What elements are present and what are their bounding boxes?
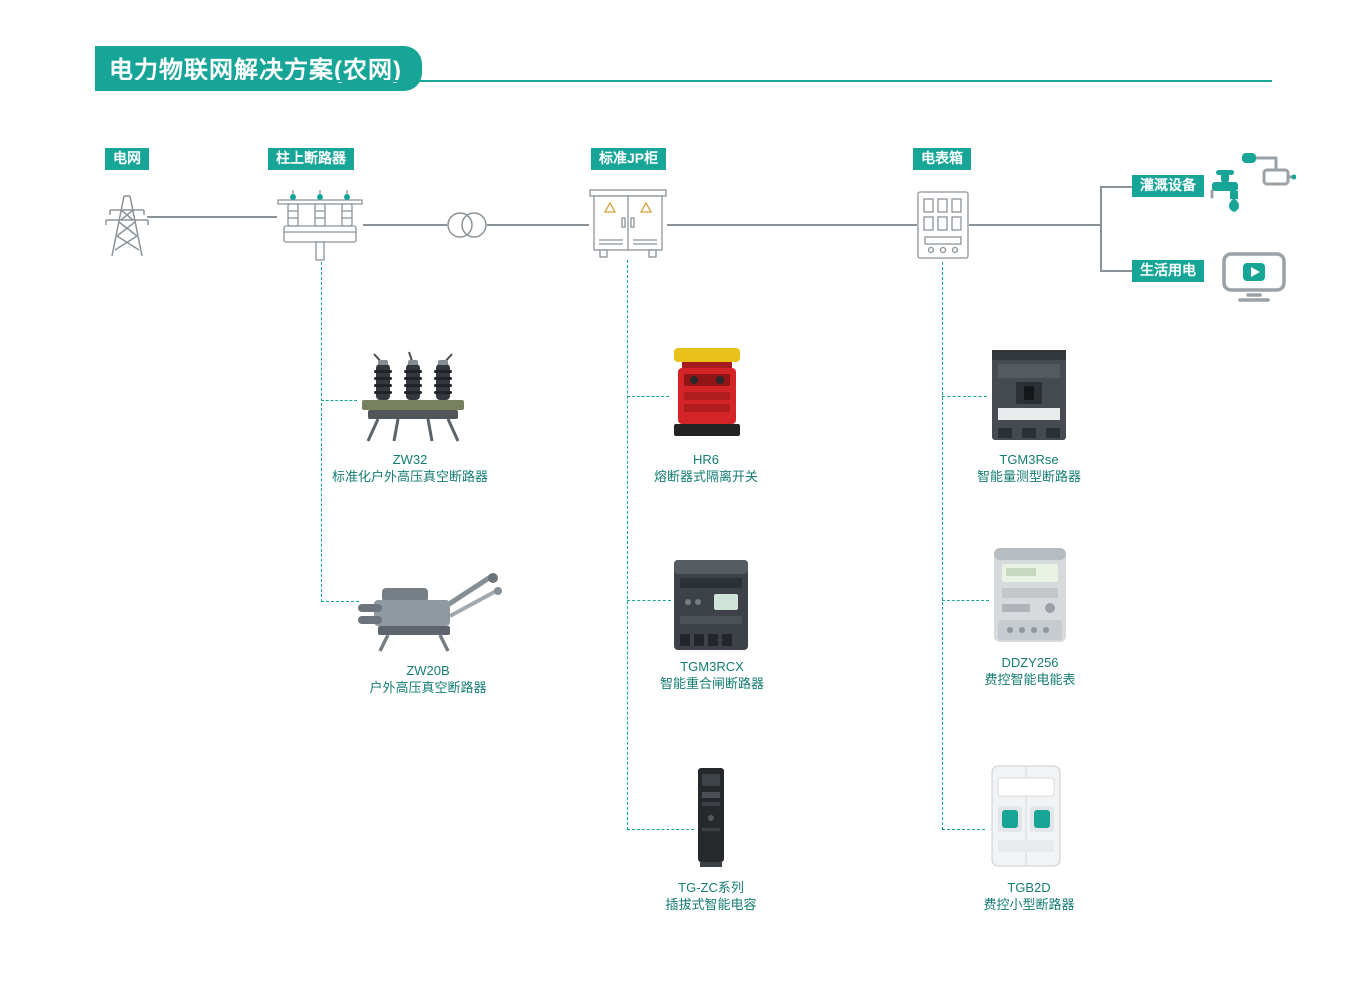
dashed-line-cabinet-column: [627, 260, 628, 830]
dashed-stub-zw32: [321, 400, 357, 401]
product-label-tgm3rcx: TGM3RCX 智能重合闸断路器: [602, 658, 822, 692]
product-model: TGB2D: [1007, 880, 1051, 895]
product-label-zw20b: ZW20B 户外高压真空断路器: [318, 662, 538, 696]
dashed-line-breaker-column: [321, 262, 322, 602]
node-label-meter-box: 电表箱: [913, 148, 971, 170]
product-model: TGM3Rse: [999, 452, 1059, 467]
irrigation-faucet-icon: [1210, 153, 1297, 212]
connector-transformer-cabinet: [487, 224, 589, 226]
node-label-grid: 电网: [105, 148, 149, 170]
node-label-pole-breaker: 柱上断路器: [268, 148, 354, 170]
tgb2d-product-image: [991, 765, 1061, 867]
transformer-circles-icon: [447, 212, 487, 238]
dashed-stub-ddzy256: [942, 600, 989, 601]
tgm3rcx-product-image: [674, 560, 748, 650]
dashed-stub-hr6: [627, 396, 669, 397]
product-desc: 费控智能电能表: [984, 672, 1076, 687]
product-desc: 费控小型断路器: [983, 897, 1075, 912]
page-title: 电力物联网解决方案(农网): [95, 46, 422, 91]
product-desc: 智能量测型断路器: [976, 469, 1081, 484]
product-model: TG-ZC系列: [678, 880, 744, 895]
title-underline: [95, 80, 1272, 82]
product-desc: 智能重合闸断路器: [659, 676, 764, 691]
zw20b-product-image: [358, 573, 502, 652]
branch-domestic-stub: [1100, 270, 1132, 272]
tgzc-product-image: [698, 768, 724, 867]
monitor-play-icon: [1222, 252, 1286, 302]
dashed-stub-tgb2d: [942, 829, 985, 830]
dashed-stub-tgzc: [627, 829, 694, 830]
product-label-tgb2d: TGB2D 费控小型断路器: [919, 879, 1139, 913]
pole-breaker-icon: [277, 190, 363, 261]
ddzy256-product-image: [994, 548, 1066, 642]
zw32-product-image: [362, 351, 464, 442]
product-label-tgm3rse: TGM3Rse 智能量测型断路器: [919, 451, 1139, 485]
product-model: TGM3RCX: [680, 659, 744, 674]
product-label-hr6: HR6 熔断器式隔离开关: [596, 451, 816, 485]
connector-cabinet-meterbox: [667, 224, 917, 226]
transmission-tower-icon: [105, 195, 149, 257]
product-label-zw32: ZW32 标准化户外高压真空断路器: [300, 451, 520, 485]
branch-irrigation-stub: [1100, 186, 1132, 188]
product-label-ddzy256: DDZY256 费控智能电能表: [920, 654, 1140, 688]
node-label-domestic: 生活用电: [1132, 260, 1204, 282]
product-model: ZW32: [392, 452, 428, 467]
node-label-jp-cabinet: 标准JP柜: [591, 148, 667, 170]
product-desc: 熔断器式隔离开关: [653, 469, 758, 484]
hr6-product-image: [674, 348, 740, 436]
meter-box-icon: [917, 191, 969, 259]
product-desc: 插拔式智能电容: [665, 897, 757, 912]
node-label-irrigation: 灌溉设备: [1132, 175, 1204, 197]
branch-vertical-line: [1100, 186, 1102, 272]
product-model: HR6: [692, 452, 719, 467]
product-model: ZW20B: [406, 663, 450, 678]
connector-breaker-transformer: [363, 224, 447, 226]
connector-meterbox-branch: [969, 224, 1101, 226]
product-desc: 标准化户外高压真空断路器: [331, 469, 488, 484]
product-desc: 户外高压真空断路器: [369, 680, 487, 695]
jp-cabinet-icon: [589, 189, 667, 258]
dashed-stub-tgm3rcx: [627, 600, 671, 601]
tgm3rse-product-image: [992, 350, 1066, 440]
dashed-line-meterbox-column: [942, 262, 943, 830]
dashed-stub-tgm3rse: [942, 396, 987, 397]
product-model: DDZY256: [1001, 655, 1059, 670]
product-label-tgzc: TG-ZC系列 插拔式智能电容: [601, 879, 821, 913]
dashed-stub-zw20b: [321, 601, 359, 602]
connector-grid-breaker: [147, 216, 277, 218]
